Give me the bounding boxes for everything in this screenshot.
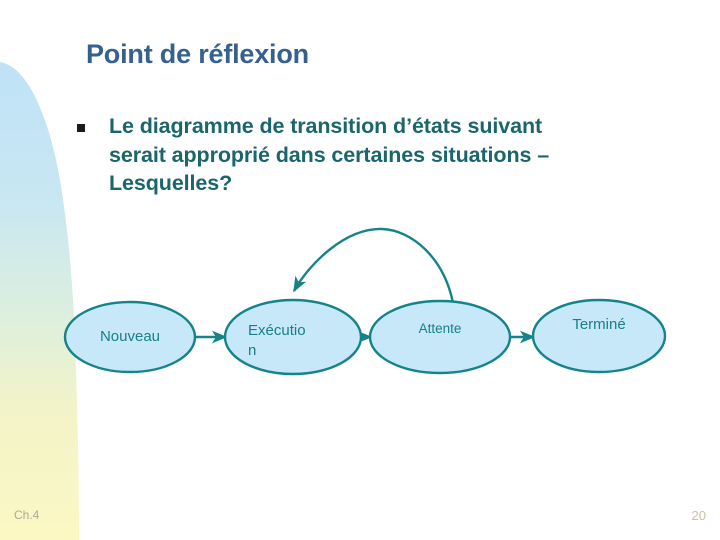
list-item: Le diagramme de transition d’états suiva… <box>76 112 696 198</box>
state-node-execution-label: Exécutio n <box>248 321 343 362</box>
state-node-nouveau <box>63 300 197 374</box>
square-bullet-icon <box>77 124 85 132</box>
decorative-blob <box>0 62 79 540</box>
body-content: Le diagramme de transition d’états suiva… <box>76 112 696 198</box>
edge-attente-to-execution-arc <box>292 227 455 304</box>
state-node-termine <box>531 298 667 374</box>
footer-chapter-label: Ch.4 <box>14 508 40 522</box>
footer-page-number: 20 <box>691 508 706 523</box>
page-title: Point de réflexion <box>86 39 309 69</box>
state-node-execution-label-line2: n <box>248 342 257 360</box>
state-node-nouveau-label: Nouveau <box>99 328 161 345</box>
bullet-line-2: serait approprié dans certaines situatio… <box>109 142 550 167</box>
state-node-attente <box>368 299 512 375</box>
bullet-line-3: Lesquelles? <box>109 171 233 196</box>
decorative-blob-shape <box>0 62 79 540</box>
state-node-attente-label: Attente <box>418 321 462 336</box>
bullet-line-1: Le diagramme de transition d’états suiva… <box>109 114 543 138</box>
state-node-termine-label: Terminé <box>572 316 626 333</box>
state-node-execution-label-line1: Exécutio <box>248 322 306 339</box>
state-node-execution <box>223 298 363 376</box>
